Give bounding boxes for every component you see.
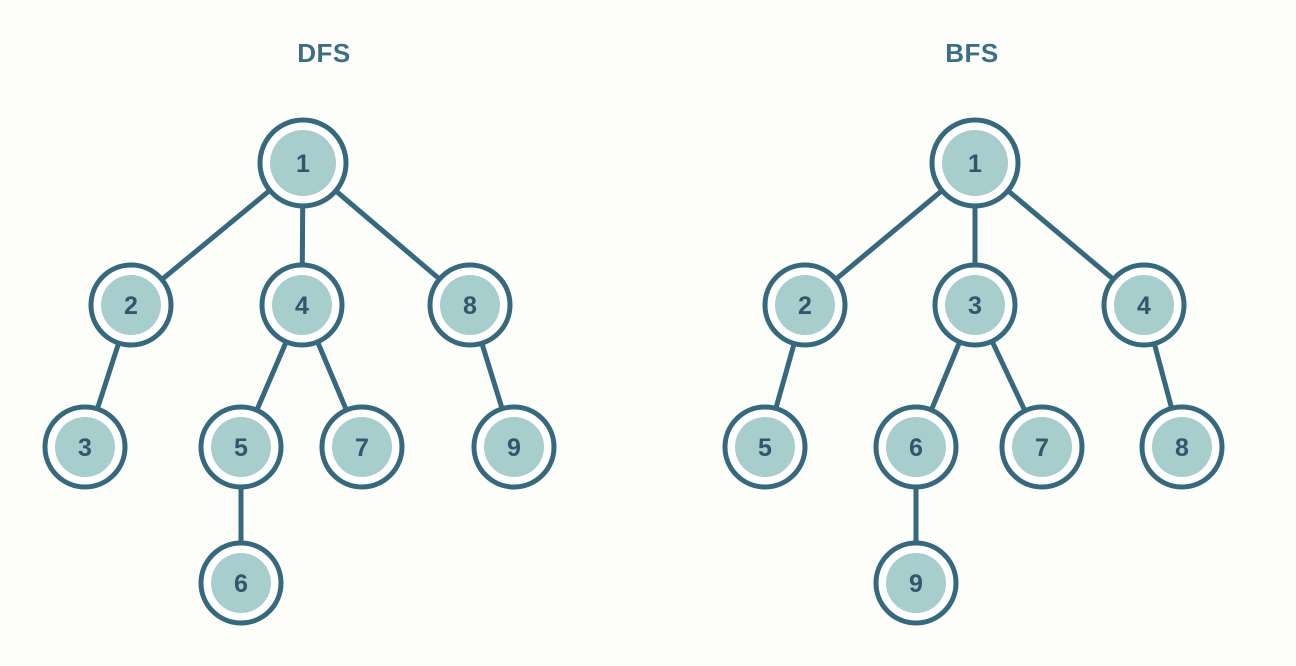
node-disc [101, 275, 161, 335]
dfs-tree-graph: 1 2 4 8 3 5 7 9 6 [42, 117, 557, 626]
tree-node[interactable]: 2 [762, 262, 848, 348]
tree-edge [94, 339, 122, 413]
edge-layer [94, 187, 505, 547]
node-disc [484, 417, 544, 477]
node-label: 5 [758, 434, 772, 462]
tree-node[interactable]: 1 [929, 117, 1021, 209]
bfs-tree-graph: 1 2 3 4 5 6 7 8 9 [722, 117, 1225, 626]
node-label: 8 [463, 292, 477, 320]
tree-node[interactable]: 7 [319, 404, 405, 490]
tree-edge [832, 187, 946, 283]
node-disc [272, 275, 332, 335]
node-disc [1114, 275, 1174, 335]
tree-node[interactable]: 8 [1139, 404, 1225, 490]
tree-edge [1151, 340, 1175, 412]
node-disc [211, 553, 271, 613]
tree-edge [928, 338, 963, 414]
node-disc [886, 553, 946, 613]
tree-node[interactable]: 3 [42, 404, 128, 490]
tree-edge [158, 187, 274, 283]
node-disc [55, 417, 115, 477]
node-disc [886, 417, 946, 477]
node-label: 2 [798, 292, 812, 320]
node-disc [945, 275, 1005, 335]
node-label: 9 [909, 570, 923, 598]
node-label: 1 [968, 150, 982, 178]
tree-node[interactable]: 5 [722, 404, 808, 490]
node-disc [942, 130, 1008, 196]
node-label: 7 [1035, 434, 1049, 462]
node-label: 1 [296, 150, 310, 178]
node-disc [735, 417, 795, 477]
bfs-title: BFS [945, 38, 999, 68]
dfs-title: DFS [297, 38, 351, 68]
node-label: 6 [909, 434, 923, 462]
node-disc [1012, 417, 1072, 477]
tree-node[interactable]: 3 [932, 262, 1018, 348]
node-label: 3 [968, 292, 982, 320]
tree-edge [332, 187, 443, 283]
node-disc [1152, 417, 1212, 477]
node-disc [270, 130, 336, 196]
node-label: 8 [1175, 434, 1189, 462]
node-disc [211, 417, 271, 477]
edge-layer [773, 187, 1175, 547]
tree-node[interactable]: 2 [88, 262, 174, 348]
node-label: 2 [124, 292, 138, 320]
node-disc [440, 275, 500, 335]
tree-node[interactable]: 6 [873, 404, 959, 490]
node-label: 5 [234, 434, 248, 462]
node-label: 4 [295, 292, 309, 320]
tree-edge [253, 338, 290, 414]
node-label: 6 [234, 570, 248, 598]
tree-node[interactable]: 5 [198, 404, 284, 490]
tree-node[interactable]: 9 [873, 540, 959, 626]
tree-node[interactable]: 1 [257, 117, 349, 209]
tree-edge [314, 338, 350, 414]
node-label: 3 [78, 434, 92, 462]
tree-edge [1004, 187, 1117, 283]
node-disc [332, 417, 392, 477]
node-label: 7 [355, 434, 369, 462]
node-label: 4 [1137, 292, 1151, 320]
dfs-panel: DFS 1 2 4 8 3 5 7 9 6 [42, 38, 557, 626]
node-disc [775, 275, 835, 335]
bfs-panel: BFS 1 2 3 4 5 6 7 8 9 [648, 0, 1296, 666]
node-label: 9 [507, 434, 521, 462]
tree-edge [773, 340, 797, 412]
tree-node[interactable]: 6 [198, 540, 284, 626]
tree-edge [989, 337, 1028, 415]
tree-node[interactable]: 7 [999, 404, 1085, 490]
tree-node[interactable]: 4 [259, 262, 345, 348]
tree-node[interactable]: 4 [1101, 262, 1187, 348]
tree-node[interactable]: 9 [471, 404, 557, 490]
tree-edge [479, 339, 505, 413]
tree-node[interactable]: 8 [427, 262, 513, 348]
